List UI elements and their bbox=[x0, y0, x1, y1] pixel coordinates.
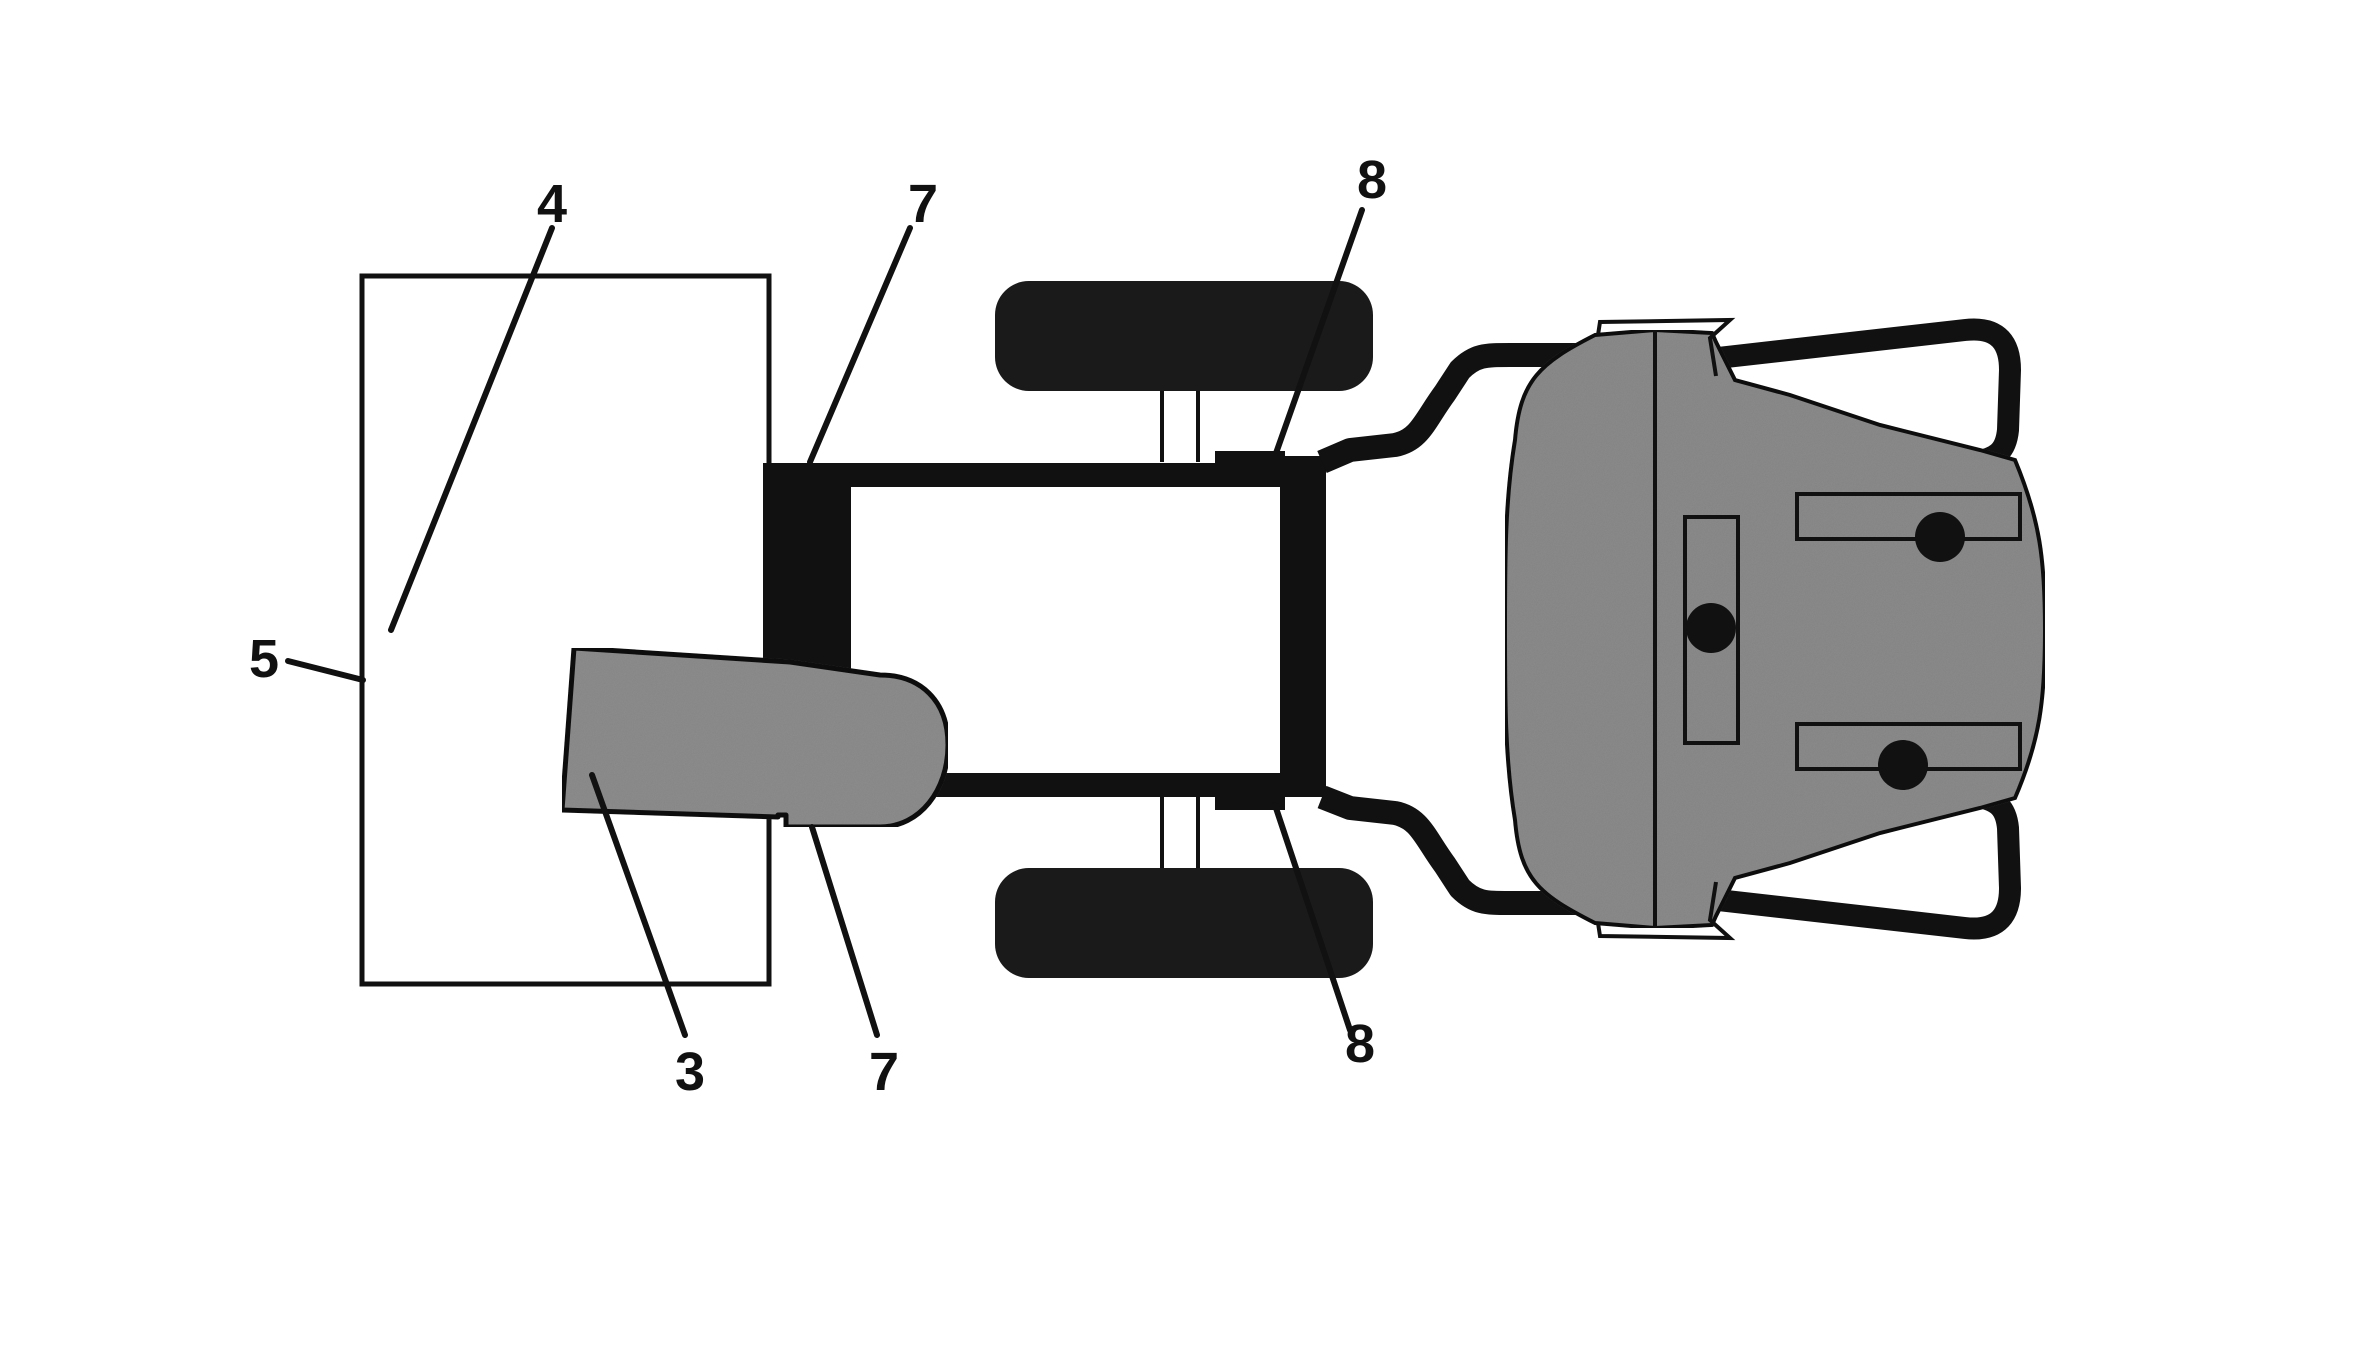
frame-arm-top bbox=[1317, 343, 1640, 474]
control-slot-upper bbox=[1795, 492, 2022, 541]
callout-7-bottom: 7 bbox=[869, 1042, 899, 1102]
frame-arm-bottom bbox=[1317, 785, 1640, 915]
tire-bottom bbox=[995, 868, 1373, 978]
callout-8-top: 8 bbox=[1357, 150, 1387, 210]
mount-bracket-bottom bbox=[1215, 790, 1285, 810]
control-knob-upper bbox=[1915, 512, 1965, 562]
callout-8-bottom: 8 bbox=[1345, 1014, 1375, 1074]
control-slot-center bbox=[1683, 515, 1740, 745]
attachment-frame bbox=[359, 273, 772, 987]
leader-line-7-top bbox=[807, 225, 913, 465]
axle-bottom bbox=[1160, 797, 1200, 868]
engine-housing bbox=[1503, 327, 2048, 931]
housing-top-lip bbox=[1596, 317, 1736, 377]
control-knob-center bbox=[1686, 603, 1736, 653]
leader-line-8-top bbox=[1272, 207, 1365, 459]
callout-4: 4 bbox=[537, 174, 567, 234]
leader-line-8-bottom bbox=[1272, 802, 1353, 1033]
mount-bracket-top bbox=[1215, 451, 1285, 471]
housing-bottom-lip bbox=[1596, 881, 1736, 941]
callout-7-top: 7 bbox=[908, 174, 938, 234]
leader-line-4 bbox=[388, 225, 555, 633]
tire-top bbox=[995, 281, 1373, 391]
leader-line-5 bbox=[285, 658, 366, 683]
leader-line-7-bottom bbox=[809, 824, 880, 1038]
discharge-chute bbox=[559, 645, 951, 830]
leader-line-3 bbox=[589, 772, 688, 1038]
frame-rear-crossbar bbox=[1280, 456, 1326, 794]
control-knob-lower bbox=[1878, 740, 1928, 790]
axle-top bbox=[1160, 391, 1200, 462]
callout-5: 5 bbox=[249, 629, 279, 689]
callout-3: 3 bbox=[675, 1042, 705, 1102]
